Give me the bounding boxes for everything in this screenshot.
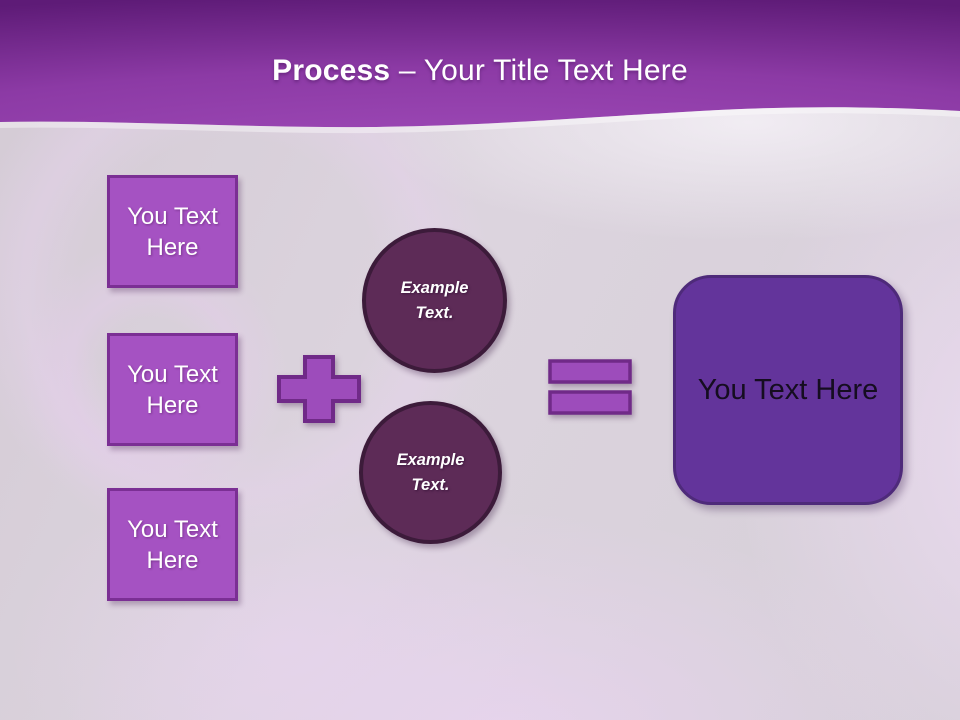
slide-title[interactable]: Process – Your Title Text Here <box>0 54 960 88</box>
title-emphasis: Process <box>272 54 391 87</box>
example-circle-1[interactable]: Example Text. <box>362 228 507 373</box>
result-box-label: You Text Here <box>697 373 879 406</box>
example-circle-2-label: Example Text. <box>396 450 465 494</box>
process-box-2-label: You Text Here <box>127 360 218 419</box>
header-wave <box>0 0 960 134</box>
example-circle-2[interactable]: Example Text. <box>359 401 502 544</box>
process-box-3-label: You Text Here <box>127 515 218 574</box>
result-box[interactable]: You Text Here <box>673 275 903 505</box>
plus-icon[interactable] <box>276 354 362 424</box>
equals-icon[interactable] <box>548 359 632 416</box>
header-band: Process – Your Title Text Here <box>0 0 960 136</box>
title-rest: – Your Title Text Here <box>390 54 688 87</box>
example-circle-1-label: Example Text. <box>400 278 469 322</box>
process-box-1[interactable]: You Text Here <box>107 175 238 288</box>
process-box-1-label: You Text Here <box>127 202 218 261</box>
process-box-2[interactable]: You Text Here <box>107 333 238 446</box>
process-box-3[interactable]: You Text Here <box>107 488 238 601</box>
